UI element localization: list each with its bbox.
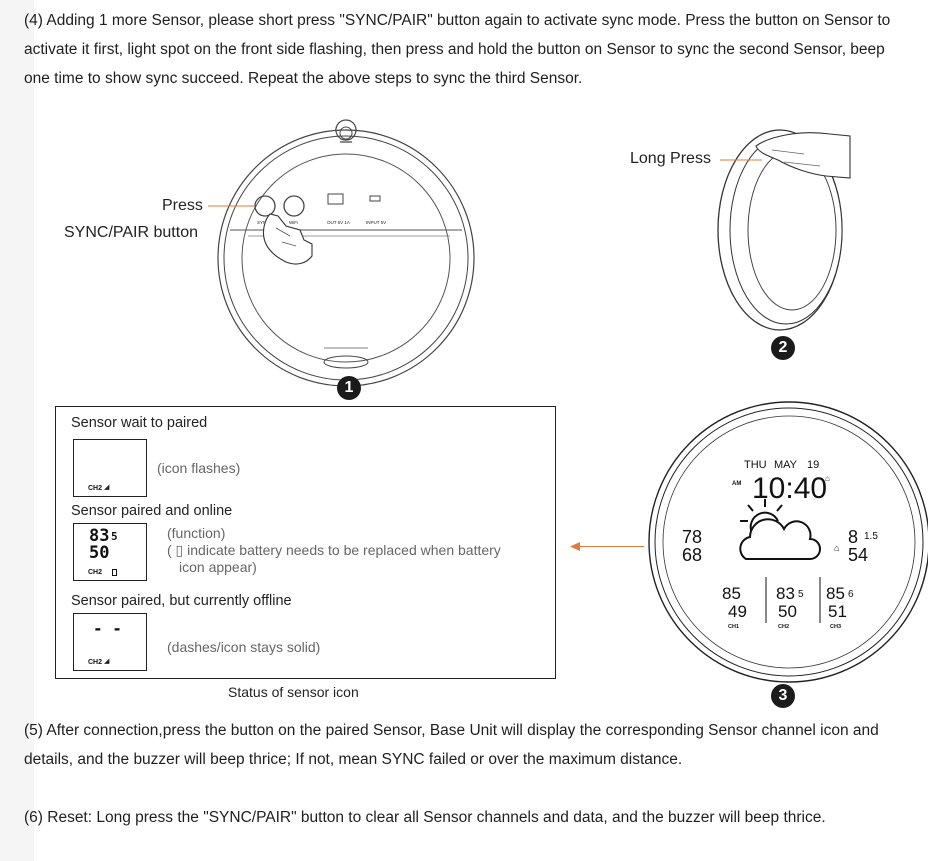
lcd-channel-label: CH2 (88, 659, 103, 666)
port-label-wifi: WiFi (289, 220, 298, 225)
sensor-illustration (717, 129, 851, 331)
lcd-channel-label: CH2 (88, 485, 103, 492)
lcd-temp-decimal: 5 (111, 530, 118, 543)
lcd-humidity: 50 (89, 543, 110, 563)
long-press-label: Long Press (630, 150, 711, 167)
status-online-note-3: icon appear) (179, 559, 257, 575)
arrow-head-icon (570, 542, 580, 551)
step-3-badge: 3 (771, 684, 795, 708)
press-label: Press (162, 197, 203, 214)
display-month: MAY (774, 459, 798, 471)
ch2-humidity: 50 (778, 602, 797, 621)
wifi-icon: ⌂ (825, 474, 830, 483)
left-temp: 78 (682, 527, 702, 547)
lcd-temp: 83 (89, 526, 110, 546)
ch3-temp-decimal: 6 (848, 589, 854, 600)
right-temp-decimal: 1.5 (864, 531, 878, 542)
instruction-step-5: (5) After connection,press the button on… (24, 722, 879, 768)
right-humidity: 54 (848, 545, 868, 565)
status-wait-note: (icon flashes) (157, 460, 241, 476)
ch2-label: CH2 (778, 624, 789, 630)
status-offline-title: Sensor paired, but currently offline (71, 593, 292, 609)
lcd-dashes: - - (93, 619, 122, 638)
sensor-status-legend: Sensor wait to paired CH2 ◢ (icon flashe… (55, 406, 556, 679)
ch2-temp-decimal: 5 (798, 589, 804, 600)
step-1-badge: 1 (337, 376, 361, 400)
weather-icon (739, 499, 821, 560)
ch3-temp: 85 (826, 584, 845, 603)
lcd-wait-icon: CH2 ◢ (73, 439, 147, 497)
home-icon: ⌂ (834, 543, 839, 553)
battery-icon (112, 569, 117, 576)
instruction-step-4: (4) Adding 1 more Sensor, please short p… (24, 12, 891, 87)
ch1-label: CH1 (728, 624, 739, 630)
port-label-input: INPUT 5V (366, 220, 386, 225)
status-offline-note: (dashes/icon stays solid) (167, 639, 321, 655)
display-date: 19 (807, 459, 819, 471)
step-2-badge: 2 (771, 336, 795, 360)
display-day: THU (744, 459, 767, 471)
status-online-note-1: (function) (167, 525, 226, 541)
status-legend-caption: Status of sensor icon (228, 684, 359, 700)
ch1-temp: 85 (722, 584, 741, 603)
port-label-out: OUT 5V 1A (327, 220, 350, 225)
base-unit-display-illustration: THU MAY 19 AM 10:40 ⌂ 78 68 8 1.5 54 ⌂ 8… (648, 401, 928, 683)
ch2-temp: 83 (776, 584, 795, 603)
pointer-arrow-line (578, 546, 644, 547)
status-online-title: Sensor paired and online (71, 503, 233, 519)
display-am: AM (732, 481, 741, 487)
status-online-note-2: ( ▯ indicate battery needs to be replace… (167, 542, 501, 558)
ch3-humidity: 51 (828, 602, 847, 621)
signal-icon: ◢ (104, 484, 110, 491)
ch1-humidity: 49 (728, 602, 747, 621)
ch3-label: CH3 (830, 624, 841, 630)
status-wait-title: Sensor wait to paired (71, 415, 208, 431)
lcd-channel-label: CH2 (88, 569, 103, 576)
base-unit-back-illustration: SYNC/PAIR WiFi OUT 5V 1A INPUT 5V (208, 119, 475, 387)
left-humidity: 68 (682, 545, 702, 565)
lcd-online-icon: 83 5 50 CH2 (73, 523, 147, 581)
display-time: 10:40 (752, 472, 827, 505)
right-temp: 8 (848, 527, 858, 547)
lcd-offline-icon: - - CH2 ◢ (73, 613, 147, 671)
sync-pair-button-label: SYNC/PAIR button (64, 224, 198, 241)
instruction-step-6: (6) Reset: Long press the "SYNC/PAIR" bu… (24, 809, 826, 826)
signal-icon: ◢ (104, 658, 110, 665)
